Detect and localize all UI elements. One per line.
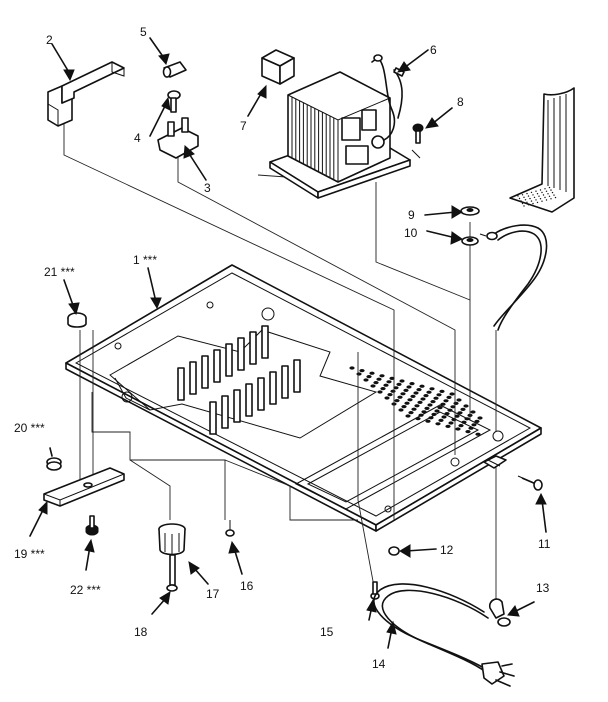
callout-13: 13 [536,581,550,595]
part-6-power-unit [269,54,421,199]
ground-wire [479,224,548,331]
callout-10: 10 [404,226,418,240]
part-3-holder [157,117,199,159]
callout-14: 14 [372,657,386,671]
callout-6: 6 [430,43,437,57]
part-20-washer [46,457,62,471]
callout-5: 5 [140,25,147,39]
perforated-area [349,366,483,436]
callout-11: 11 [538,537,551,551]
callout-19: 19 *** [14,547,45,561]
callout-1: 1 *** [133,253,157,267]
part-12-nut [388,546,400,556]
callout-7: 7 [240,119,247,133]
vent-slots [177,325,301,435]
part-9-washer [460,206,480,216]
callout-22: 22 *** [70,583,101,597]
leader-lines [29,37,547,649]
part-7-cube [261,49,295,85]
part-4-screw [167,90,181,113]
part-8-screw [412,123,424,144]
part-14-power-cord [373,583,515,687]
callout-4: 4 [134,131,141,145]
part-5-fuse [162,61,187,78]
callout-12: 12 [440,543,454,557]
part-16-screw [225,520,235,537]
callout-3: 3 [204,181,211,195]
callout-18: 18 [134,625,148,639]
part-18-screw [166,554,178,592]
callout-8: 8 [457,95,464,109]
callout-16: 16 [240,579,254,593]
callout-2: 2 [46,33,53,47]
part-17-knob [158,523,186,556]
assembly-lines [63,123,497,600]
part-21-nut [67,312,87,328]
callout-15: 15 [320,625,334,639]
part-10-washer [461,236,479,246]
part-2-bracket [47,61,125,127]
callout-21: 21 *** [44,265,75,279]
part-11-screw [517,475,543,491]
part-22-screw [85,515,99,536]
callout-9: 9 [408,208,415,222]
power-cord-entry [483,455,507,469]
callout-20: 20 *** [14,421,45,435]
part-13-clamp [488,598,511,627]
part-19-foot-bracket [43,467,125,507]
insulator-sheet [509,87,575,213]
callout-labels: 2 5 4 3 7 6 8 9 10 1 *** 21 *** 20 *** 1… [14,25,551,671]
callout-17: 17 [206,587,220,601]
